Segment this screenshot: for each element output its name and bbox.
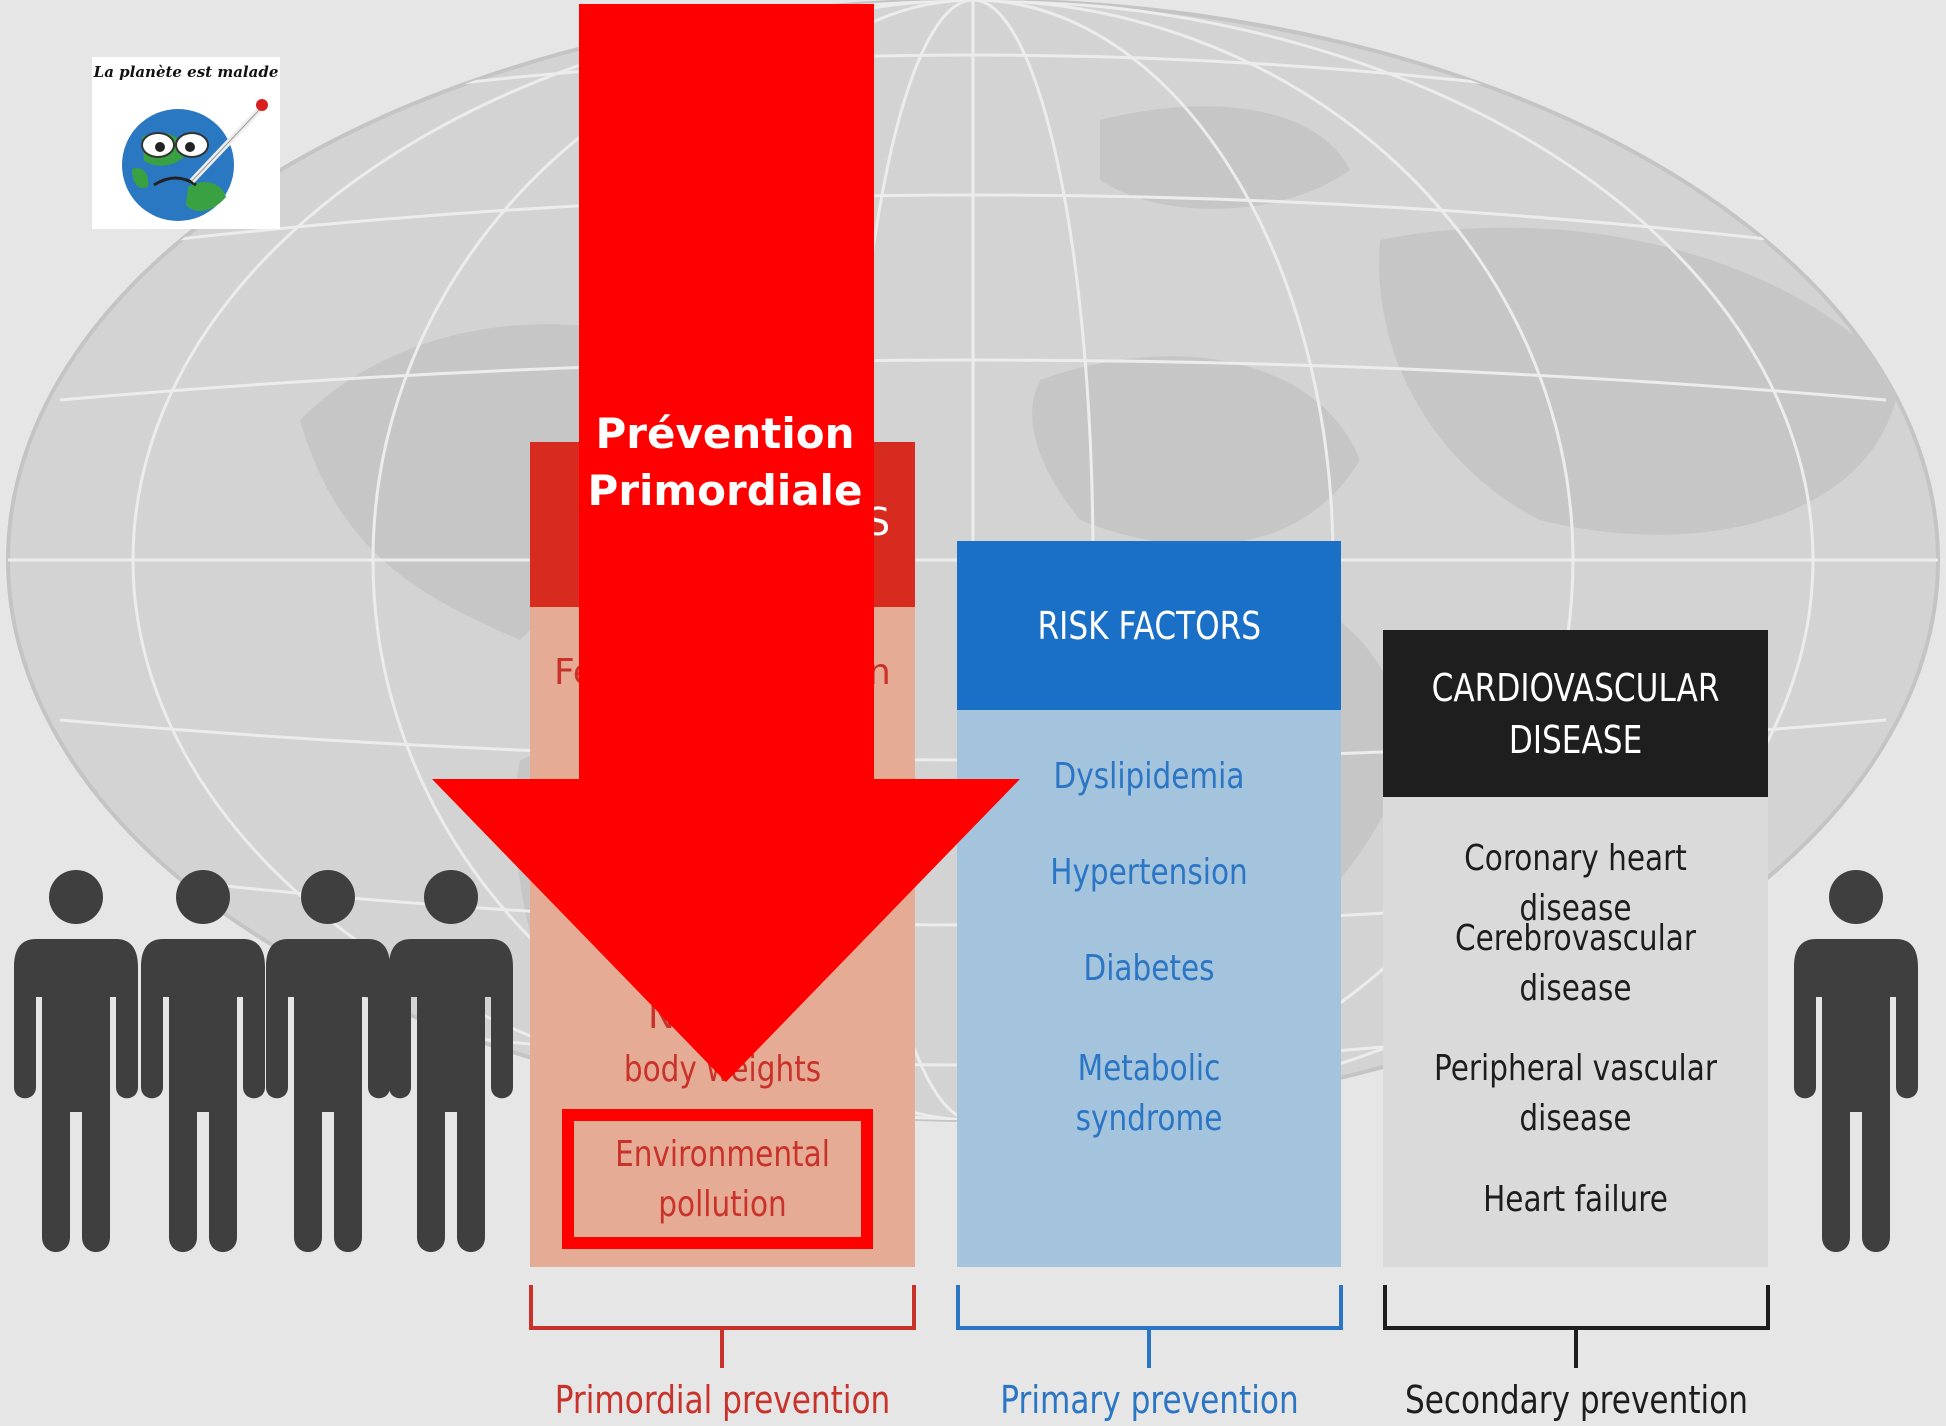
logo: La planète est malade: [92, 57, 280, 229]
health-item-environmental-pollution-line1: Environmental: [615, 1134, 830, 1175]
risk-factors-header: RISK FACTORS: [957, 541, 1341, 710]
cvd-item-coronary: Coronary heart disease: [1464, 838, 1687, 929]
primordial-bracket: [529, 1285, 916, 1368]
risk-factors-body: [957, 710, 1341, 1267]
risk-item-diabetes: Diabetes: [1083, 948, 1215, 989]
cvd-header-line2: DISEASE: [1508, 717, 1643, 762]
person-icon: [14, 870, 138, 1252]
risk-factors-title: RISK FACTORS: [1037, 603, 1261, 648]
cvd-item-heart-failure: Heart failure: [1483, 1179, 1668, 1220]
cardiovascular-disease-body: [1383, 797, 1768, 1267]
primordial-prevention-label: Primordial prevention: [554, 1378, 891, 1422]
health-item-environmental-pollution-line2: pollution: [658, 1184, 787, 1225]
arrow-label: Prévention Primordiale: [560, 405, 890, 519]
secondary-bracket: [1383, 1285, 1770, 1368]
arrow-label-line2: Primordiale: [587, 466, 863, 515]
cvd-item-peripheral-line2: disease: [1519, 1098, 1632, 1139]
risk-item-dyslipidemia: Dyslipidemia: [1053, 756, 1245, 797]
risk-item-hypertension: Hypertension: [1050, 852, 1248, 893]
cardiovascular-disease-title: CARDIOVASCULAR DISEASE: [1400, 662, 1751, 766]
cvd-header-line1: CARDIOVASCULAR: [1431, 665, 1720, 710]
person-icon: [1794, 870, 1918, 1252]
risk-item-metabolic-line2: syndrome: [1075, 1098, 1223, 1139]
risk-item-metabolic-line1: Metabolic: [1077, 1048, 1221, 1089]
person-icon: [141, 870, 265, 1252]
person-icon: [266, 870, 390, 1252]
sick-earth-icon: [122, 99, 268, 221]
primary-prevention-label: Primary prevention: [1000, 1378, 1299, 1422]
environmental-pollution-highlight-box: [562, 1109, 873, 1249]
person-icon: [389, 870, 513, 1252]
cvd-item-cerebrovascular-line2: disease: [1519, 968, 1632, 1009]
primary-bracket: [956, 1285, 1343, 1368]
arrow-label-line1: Prévention: [595, 409, 855, 458]
cardiovascular-disease-header: CARDIOVASCULAR DISEASE: [1383, 630, 1768, 797]
logo-caption: La planète est malade: [93, 63, 279, 81]
secondary-prevention-label: Secondary prevention: [1404, 1378, 1749, 1422]
cvd-item-cerebrovascular-line1: Cerebrovascular: [1454, 918, 1697, 959]
cvd-item-peripheral-line1: Peripheral vascular: [1434, 1048, 1717, 1089]
